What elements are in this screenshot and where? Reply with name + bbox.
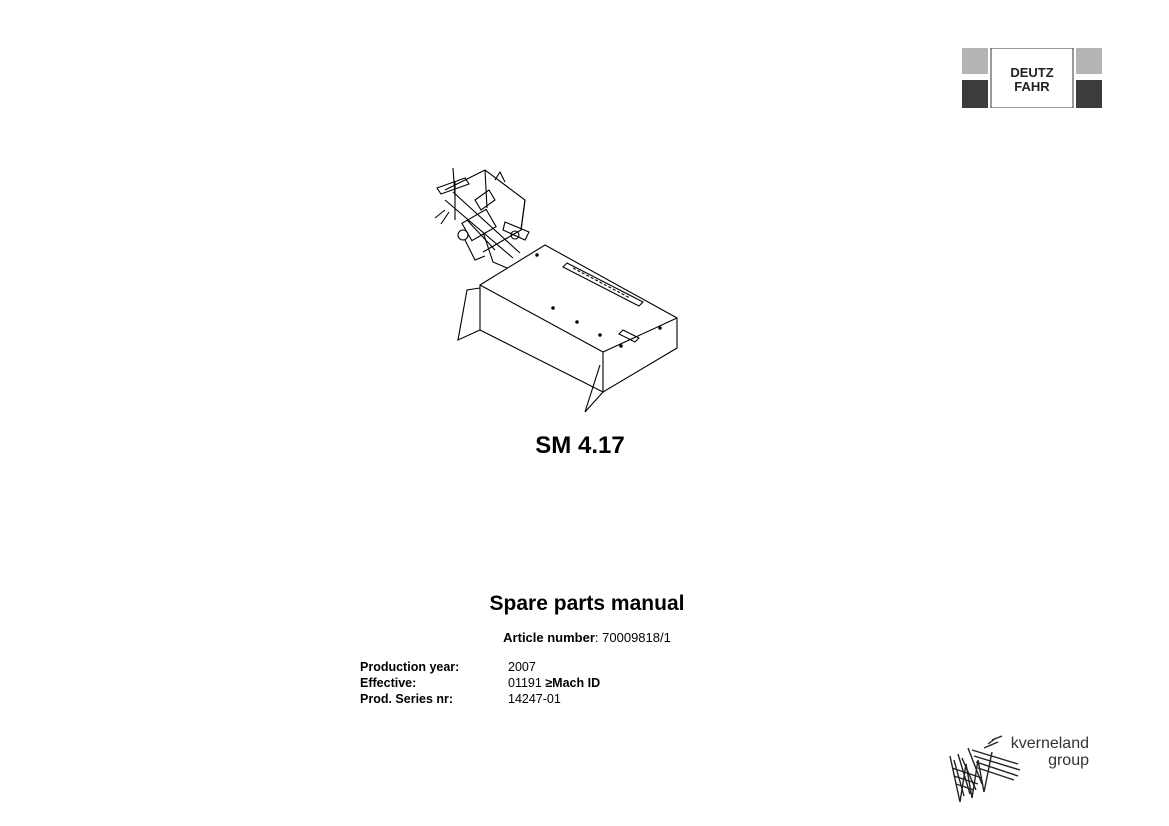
machine-illustration (425, 160, 695, 420)
manual-title: Spare parts manual (489, 592, 685, 615)
series-row: Prod. Series nr: 14247-01 (360, 691, 600, 707)
effective-suffix: ≥Mach ID (545, 676, 601, 690)
article-number-label: Article number (503, 630, 595, 645)
effective-label: Effective: (360, 676, 417, 690)
kverneland-line1: kverneland (1010, 735, 1089, 752)
model-title: SM 4.17 (535, 432, 625, 459)
article-number: Article number: 70009818/1 (0, 630, 1169, 645)
kverneland-group-logo: kverneland group (948, 734, 1098, 804)
production-year-row: Production year: 2007 (360, 659, 600, 675)
kverneland-text: kverneland group (992, 735, 1089, 769)
effective-row: Effective: 01191 ≥Mach ID (360, 675, 600, 691)
series-value: 14247-01 (508, 692, 561, 706)
logo-line1: DEUTZ (1010, 65, 1053, 80)
effective-number: 01191 (508, 676, 546, 690)
production-year-label: Production year: (360, 660, 460, 674)
series-label: Prod. Series nr: (360, 692, 454, 706)
kverneland-mark-icon (949, 735, 1021, 803)
production-info: Production year: 2007 Effective: 01191 ≥… (360, 659, 600, 707)
logo-line2: FAHR (1014, 79, 1050, 94)
deutz-fahr-logo: DEUTZ FAHR (962, 48, 1102, 108)
production-year-value: 2007 (508, 660, 536, 674)
kverneland-line2: group (1048, 752, 1089, 769)
article-number-value: : 70009818/1 (594, 630, 671, 645)
effective-value: 01191 ≥Mach ID (508, 675, 600, 691)
